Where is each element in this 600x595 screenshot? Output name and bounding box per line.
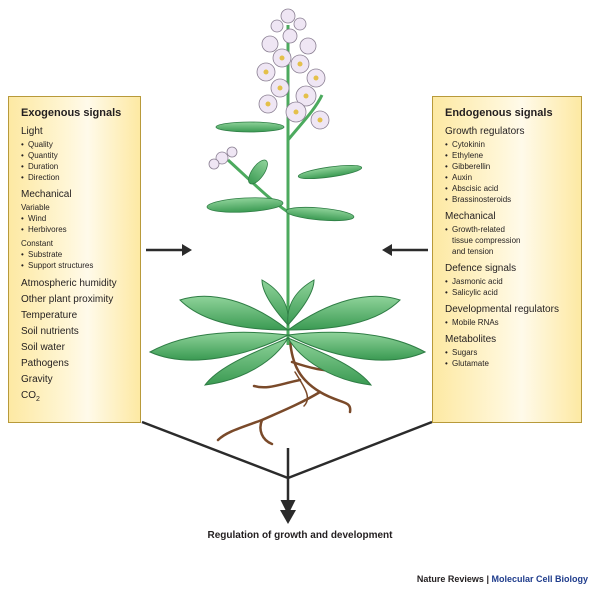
constant-label: Constant [21, 239, 54, 248]
plant-roots [216, 338, 352, 446]
variable-item: Wind [21, 213, 140, 224]
defence-group: Defence signals Jasmonic acid Salicylic … [445, 262, 581, 298]
other-signals: Atmospheric humidity Other plant proximi… [21, 276, 140, 408]
endo-mechanical-heading: Mechanical [445, 211, 496, 222]
stem-leaves [206, 121, 363, 222]
endogenous-signals-panel: Endogenous signals Growth regulators Cyt… [432, 96, 582, 423]
light-item: Direction [21, 172, 140, 183]
journal-name: Molecular Cell Biology [491, 574, 588, 584]
mechanical-group: Mechanical Variable Wind Herbivores Cons… [21, 188, 140, 271]
rosette-leaves [148, 279, 427, 386]
mechanical-heading: Mechanical [21, 189, 72, 200]
growth-regulator-item: Abscisic acid [445, 183, 581, 194]
other-signal: Soil water [21, 342, 65, 353]
light-item: Quantity [21, 150, 140, 161]
convergence-lines [141, 420, 433, 515]
light-item: Duration [21, 161, 140, 172]
defence-item: Jasmonic acid [445, 276, 581, 287]
growth-regulator-item: Cytokinin [445, 139, 581, 150]
developmental-group: Developmental regulators Mobile RNAs [445, 303, 581, 328]
metabolites-heading: Metabolites [445, 334, 497, 345]
light-item: Quality [21, 139, 140, 150]
co2-signal: CO2 [21, 388, 140, 408]
diagram-caption: Regulation of growth and development [207, 530, 393, 541]
endogenous-arrow-head [382, 244, 392, 256]
co2-base: CO [21, 390, 36, 401]
growth-regulator-item: Brassinosteroids [445, 194, 581, 205]
endo-mechanical-line: Growth-related [445, 224, 581, 235]
light-group: Light Quality Quantity Duration Directio… [21, 125, 140, 183]
flower-cluster [208, 8, 330, 170]
endo-mechanical-group: Mechanical Growth-related tissue compres… [445, 210, 581, 257]
light-heading: Light [21, 126, 43, 137]
growth-regulator-item: Gibberellin [445, 161, 581, 172]
other-signal: Temperature [21, 310, 78, 321]
metabolites-group: Metabolites Sugars Glutamate [445, 333, 581, 369]
other-signal: Soil nutrients [21, 326, 79, 337]
variable-item: Herbivores [21, 224, 140, 235]
endo-mechanical-line: tissue compression [452, 236, 521, 245]
constant-item: Substrate [21, 249, 140, 260]
growth-regulator-item: Ethylene [445, 150, 581, 161]
other-signal: Pathogens [21, 358, 69, 369]
metabolite-item: Sugars [445, 347, 581, 358]
defence-item: Salicylic acid [445, 287, 581, 298]
defence-heading: Defence signals [445, 263, 517, 274]
endo-mechanical-line: and tension [452, 247, 494, 256]
other-signal: Other plant proximity [21, 294, 114, 305]
endogenous-title: Endogenous signals [445, 107, 553, 119]
exogenous-signals-panel: Exogenous signals Light Quality Quantity… [8, 96, 141, 423]
credit-separator: | [483, 574, 492, 584]
growth-regulator-item: Auxin [445, 172, 581, 183]
flower-centers [263, 55, 323, 123]
developmental-item: Mobile RNAs [445, 317, 581, 328]
co2-subscript: 2 [36, 396, 40, 403]
other-signal: Atmospheric humidity [21, 278, 117, 289]
publisher-name: Nature Reviews [416, 574, 484, 584]
variable-label: Variable [21, 203, 50, 212]
exogenous-title: Exogenous signals [21, 107, 122, 119]
other-signal: Gravity [21, 374, 53, 385]
plant-stems [226, 25, 324, 345]
growth-regulators-group: Growth regulators Cytokinin Ethylene Gib… [445, 125, 581, 205]
developmental-heading: Developmental regulators [445, 304, 559, 315]
constant-item: Support structures [21, 260, 140, 271]
metabolite-item: Glutamate [445, 358, 581, 369]
exogenous-arrow-head [182, 244, 192, 256]
arrow-head-down [280, 510, 296, 524]
growth-regulators-heading: Growth regulators [445, 126, 525, 137]
source-credit: Nature Reviews | Molecular Cell Biology [417, 574, 588, 584]
